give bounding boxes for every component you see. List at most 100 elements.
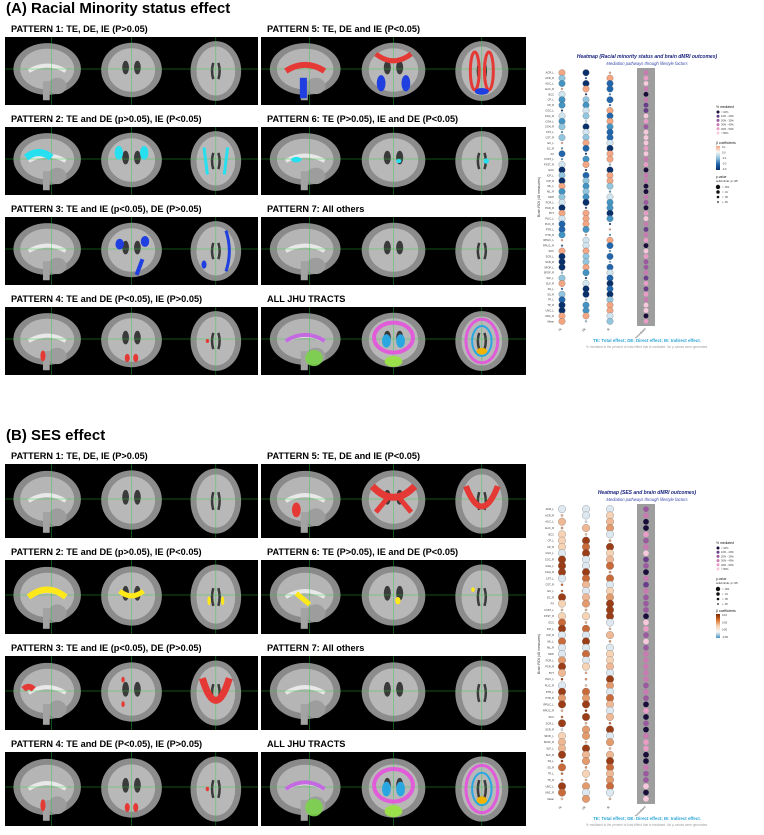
mediated-circle xyxy=(643,97,649,103)
effect-circle xyxy=(558,80,566,87)
panel-b-title: (B) SES effect xyxy=(6,427,106,444)
roi-label: SS_L xyxy=(548,759,555,763)
roi-label: CGH_L xyxy=(545,564,554,568)
panel_a-pattern-label-2: PATTERN 5: TE, DE and IE (P<0.05) xyxy=(267,24,421,34)
mediated-circle xyxy=(643,607,649,613)
mediated-circle xyxy=(643,232,649,238)
heatmap-title: Heatmap (SES and brain dMRI outcomes) xyxy=(597,490,697,496)
effect-circle xyxy=(558,317,566,325)
mediated-circle xyxy=(643,651,649,657)
panel-a-heatmap: Heatmap (Racial minority status and brai… xyxy=(534,52,760,352)
mediated-circle xyxy=(643,745,649,752)
roi-label: ML_L xyxy=(548,639,555,643)
legend-pct-item: 20% - 30% xyxy=(721,554,734,558)
effect-circle xyxy=(560,109,564,112)
legend-beta-tick: 0.00 xyxy=(722,628,728,632)
effect-circle xyxy=(584,276,588,280)
mediated-circle xyxy=(643,264,649,270)
effect-circle xyxy=(606,788,614,797)
legend-beta-tick: -0.05 xyxy=(722,635,728,639)
panel_a-pattern-label-1: PATTERN 1: TE, DE, IE (P>0.05) xyxy=(11,24,148,34)
roi-label: SS_L xyxy=(548,287,555,291)
effect-circle xyxy=(560,583,564,586)
roi-label: CP_L xyxy=(548,539,555,543)
mediated-circle xyxy=(643,156,649,162)
roi-label: PCT xyxy=(549,671,555,675)
mediated-circle xyxy=(643,657,649,664)
mediated-circle xyxy=(643,531,649,538)
mediated-circle xyxy=(643,625,649,632)
legend-p-item: ≥ .05 xyxy=(722,200,728,204)
effect-circle xyxy=(584,168,588,172)
heatmap-subtitle: Mediation pathways through lifestyle fac… xyxy=(606,497,688,502)
roi-label: GCC xyxy=(548,168,554,172)
effect-circle xyxy=(560,797,564,801)
mediated-circle xyxy=(643,243,649,249)
roi-label: SFOF_L xyxy=(544,734,554,738)
effect-circle xyxy=(582,312,590,320)
effect-overlay xyxy=(40,786,210,812)
roi-label: SFOF_R xyxy=(544,740,554,744)
mediated-circle xyxy=(643,770,649,777)
roi-label: CST_R xyxy=(545,583,554,587)
effect-circle xyxy=(560,728,564,731)
roi-label: ICP_R xyxy=(546,633,554,637)
mediated-circle xyxy=(643,537,649,544)
heatmap-column-label: TE xyxy=(557,805,562,810)
effect-circle xyxy=(584,152,588,155)
roi-label: PCR_R xyxy=(545,665,554,669)
effect-circle xyxy=(582,226,590,233)
mediated-circle xyxy=(643,670,649,676)
effect-circle xyxy=(584,621,588,624)
mediated-circle xyxy=(643,210,649,216)
mediated-circle xyxy=(643,86,649,92)
mediated-circle xyxy=(643,172,649,178)
mediated-circle xyxy=(643,644,649,651)
roi-label: CGC_R xyxy=(545,558,554,562)
roi-label: GCC xyxy=(548,621,554,625)
effect-circle xyxy=(560,589,564,593)
roi-label: SLF_R xyxy=(546,753,554,757)
roi-label: ALIC_L xyxy=(545,82,554,86)
legend-beta-tick: 0.0 xyxy=(722,151,726,155)
mediated-circle xyxy=(643,676,649,683)
effect-circle xyxy=(560,709,564,712)
heatmap-title: Heatmap (Racial minority status and brai… xyxy=(576,54,718,60)
effect-overlay xyxy=(284,317,500,367)
panel_b-brain-panel-5 xyxy=(5,656,258,730)
roi-label: MCP xyxy=(548,195,554,199)
effect-circle xyxy=(558,263,566,271)
mediated-circle xyxy=(643,259,649,265)
roi-label: SCC xyxy=(549,715,555,719)
legend-pct-swatch xyxy=(716,118,720,122)
effect-circle xyxy=(584,677,588,681)
mediated-circle xyxy=(643,682,649,689)
roi-label: SLF_L xyxy=(546,746,554,750)
mediated-circle xyxy=(643,302,649,308)
panel_a-brain-panel-1-image xyxy=(5,37,258,105)
heatmap-footnote: % mediated is the percent of total effec… xyxy=(585,345,709,349)
effect-circle xyxy=(560,772,564,775)
panel_b-brain-panel-1 xyxy=(5,464,258,538)
roi-label: CP_R xyxy=(547,103,554,107)
effect-circle xyxy=(584,320,588,323)
panel_b-pattern-label-5: PATTERN 3: TE and IE (p<0.05), DE (P>0.0… xyxy=(11,643,202,653)
mediated-circle xyxy=(643,216,649,222)
panel_b-pattern-label-2: PATTERN 5: TE, DE and IE (P<0.05) xyxy=(267,451,421,461)
effect-circle xyxy=(608,722,612,725)
mediated-circle xyxy=(643,638,649,645)
mediated-circle xyxy=(643,733,649,739)
heatmap-column-label: IE xyxy=(606,327,611,332)
roi-label: CST_R xyxy=(545,136,554,140)
effect-circle xyxy=(584,520,588,524)
effect-circle xyxy=(584,233,588,236)
effect-circle xyxy=(584,120,588,123)
effect-circle xyxy=(606,631,614,640)
effect-circle xyxy=(582,700,590,709)
roi-label: TP_L xyxy=(548,772,555,776)
panel_a-brain-panel-8-image xyxy=(261,307,526,375)
effect-circle xyxy=(606,96,614,104)
roi-label: ALIC_R xyxy=(545,526,554,530)
panel_a-brain-panel-3 xyxy=(5,127,258,195)
mediated-circle xyxy=(643,113,649,119)
